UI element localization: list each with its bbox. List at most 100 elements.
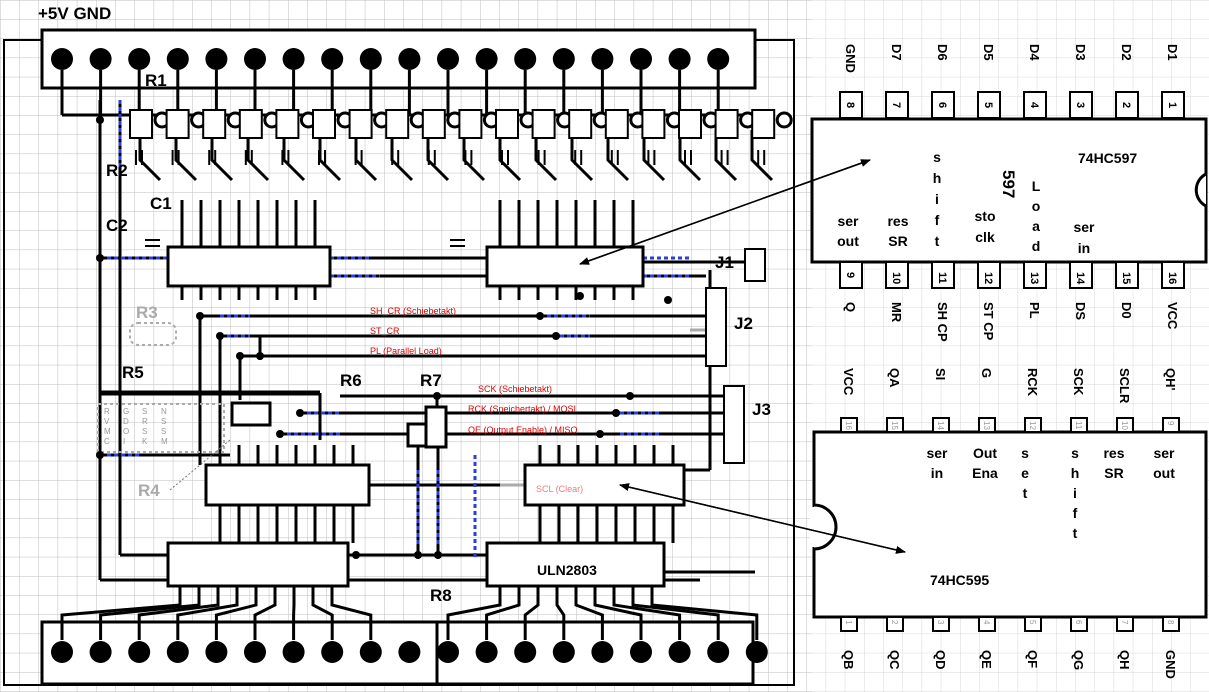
fn-ser-in: ser: [1073, 219, 1095, 235]
ic-pin: [1161, 261, 1185, 289]
isp-letter: I: [123, 437, 125, 446]
fn-out-ena: Ena: [972, 465, 998, 481]
r4-leader: [169, 439, 231, 491]
signal-sh-cr: SH_CR (Schiebetakt): [370, 306, 456, 316]
terminal-hole: [282, 641, 305, 663]
ic-pin-number: 7: [890, 102, 902, 108]
wire: [678, 130, 702, 182]
wire: [330, 586, 373, 640]
fn-load: d: [1032, 238, 1041, 254]
junction-dot: [276, 430, 284, 438]
junction-dot: [236, 352, 244, 360]
fn-ser-in: in: [1078, 240, 1090, 256]
fn-res-sr: SR: [1104, 465, 1123, 481]
ic-pin: [1116, 616, 1134, 632]
wire: [462, 130, 486, 182]
label-r5: R5: [122, 363, 144, 382]
ic-597-left: [166, 245, 332, 288]
r7-resistor: [424, 405, 448, 449]
isp-letter: S: [142, 427, 147, 436]
ic-pin: [1023, 261, 1047, 289]
fn-ser-out: out: [1153, 465, 1175, 481]
ic-pin-number: 5: [982, 102, 994, 108]
ic-pin-label: MR: [889, 302, 904, 323]
wire: [485, 586, 521, 640]
ic-pin-label: VCC: [841, 368, 856, 396]
junction-dot: [196, 312, 204, 320]
isp-letter: S: [161, 417, 166, 426]
ic597-name: 74HC597: [1078, 150, 1137, 166]
ic-pin-number: 11: [1074, 421, 1083, 430]
isp-letter: R: [104, 407, 110, 416]
ic-pin: [839, 261, 863, 289]
ic-pin-label: SH CP: [935, 302, 950, 342]
blue-jumpers: [100, 100, 690, 560]
resistor-element: [165, 109, 190, 139]
ic-pin-label: D5: [981, 44, 996, 61]
fn-res-sr: res: [1103, 445, 1124, 461]
fn-shift: t: [935, 233, 940, 249]
junction-dot: [626, 392, 634, 400]
ic-pin: [885, 91, 909, 119]
junction-dot: [414, 551, 422, 559]
terminal-hole: [745, 641, 768, 663]
fn-shift: f: [935, 212, 940, 228]
fn-shift: f: [1073, 505, 1078, 521]
ic-pin-label: QE: [979, 650, 994, 669]
junction-dot: [596, 430, 604, 438]
ic-pin-number: 13: [982, 421, 991, 430]
ic-pin-number: 8: [844, 102, 856, 108]
r5-resistor: [230, 401, 272, 427]
ic-pin: [977, 91, 1001, 119]
wire: [612, 586, 682, 640]
ic-pin: [1162, 616, 1180, 632]
ic-pin-number: 4: [982, 620, 991, 625]
ic595-notch-mask: [810, 507, 816, 547]
terminal-hole: [668, 48, 691, 70]
label-j3: J3: [752, 400, 771, 419]
junction-dots: [96, 116, 672, 559]
ic-pin: [1162, 417, 1180, 433]
terminal-hole: [282, 48, 305, 70]
ic-pin-number: 6: [1074, 620, 1083, 625]
ic-pin-label: QC: [887, 650, 902, 670]
fn-shift: i: [935, 191, 939, 207]
ic597-notch: [1194, 172, 1207, 208]
label-c2: C2: [106, 216, 128, 235]
resistor-element: [348, 109, 373, 139]
j3-header: [723, 385, 745, 464]
ic-pin-number: 15: [890, 421, 899, 430]
ic-pin-label: Q: [843, 302, 858, 312]
fn-res-sr: SR: [888, 233, 907, 249]
junction-dot: [434, 551, 442, 559]
ic-pin-label: D3: [1073, 44, 1088, 61]
terminal-hole: [437, 641, 459, 663]
ic-pin-label: G: [979, 368, 994, 378]
terminal-hole: [359, 641, 382, 663]
wire: [750, 130, 774, 182]
terminal-hole: [205, 641, 228, 663]
terminal-hole: [89, 48, 112, 70]
wire: [555, 586, 566, 640]
isp-letter: M: [161, 437, 168, 446]
wire: [593, 586, 643, 640]
ic-pin-label: D1: [1165, 44, 1180, 61]
ic-pin-number: 4: [1028, 102, 1040, 109]
wire: [570, 130, 594, 182]
resistor-element: [568, 109, 593, 139]
terminal-hole: [128, 48, 151, 70]
terminal-hole: [707, 48, 730, 70]
r4-isp-outline: [97, 403, 225, 453]
wire: [174, 130, 198, 182]
ic-pin-label: QH: [1117, 650, 1132, 670]
signal-sck: SCK (Schiebetakt): [478, 384, 552, 394]
bottom-terminal-holes: [51, 641, 768, 663]
ic-pin-label: PL: [1027, 302, 1042, 319]
ic-pin-label: SCK: [1071, 368, 1086, 396]
supply-label: +5V GND: [38, 4, 111, 23]
